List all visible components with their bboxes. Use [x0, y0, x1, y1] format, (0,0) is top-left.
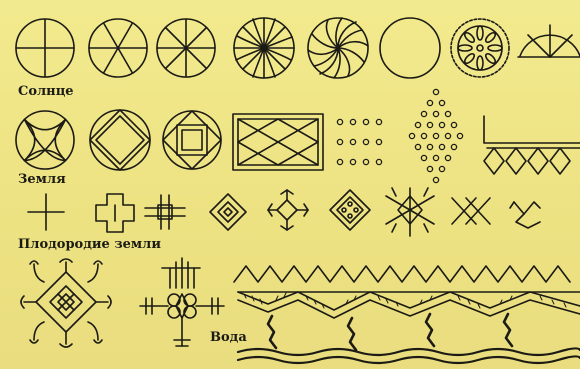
knotted-rhombus-icon — [268, 190, 308, 230]
rhombus-chain-icon — [484, 116, 580, 174]
dotted-rhombus-icon — [330, 190, 370, 230]
square-in-circle-icon — [163, 111, 221, 169]
crossed-rectangle-icon — [233, 114, 323, 170]
river-ornament-icon — [238, 292, 580, 363]
eight-spoke-circle-icon — [157, 19, 215, 77]
swirl-rosette-icon — [234, 18, 294, 78]
cross-circle-icon — [16, 19, 74, 77]
six-spoke-circle-icon — [89, 19, 147, 77]
diamond-in-circle-icon — [90, 110, 150, 170]
petal-rosette-icon — [451, 19, 509, 77]
stepped-cross-icon — [96, 194, 134, 232]
plain-cross-icon — [28, 194, 64, 230]
double-x-icon — [452, 198, 490, 224]
nested-rhombus-icon — [210, 194, 246, 230]
empty-circle-icon — [380, 18, 440, 78]
dot-rhombus-icon — [409, 89, 462, 182]
whirl-rosette-icon — [308, 18, 368, 78]
label-earth: Земля — [18, 172, 66, 187]
double-bar-cross-icon — [145, 195, 185, 229]
ornate-cross-rosette-icon — [21, 259, 111, 347]
star-rhombus-icon — [386, 188, 434, 236]
label-sun: Солнце — [18, 84, 74, 99]
dot-grid-icon — [337, 119, 381, 164]
four-arc-circle-icon — [16, 111, 74, 169]
hooked-x-icon — [510, 202, 540, 228]
zigzag-wave-icon — [234, 266, 570, 282]
label-fertility: Плодородие земли — [18, 237, 161, 252]
half-sun-icon — [518, 25, 580, 57]
label-water: Вода — [210, 330, 247, 345]
